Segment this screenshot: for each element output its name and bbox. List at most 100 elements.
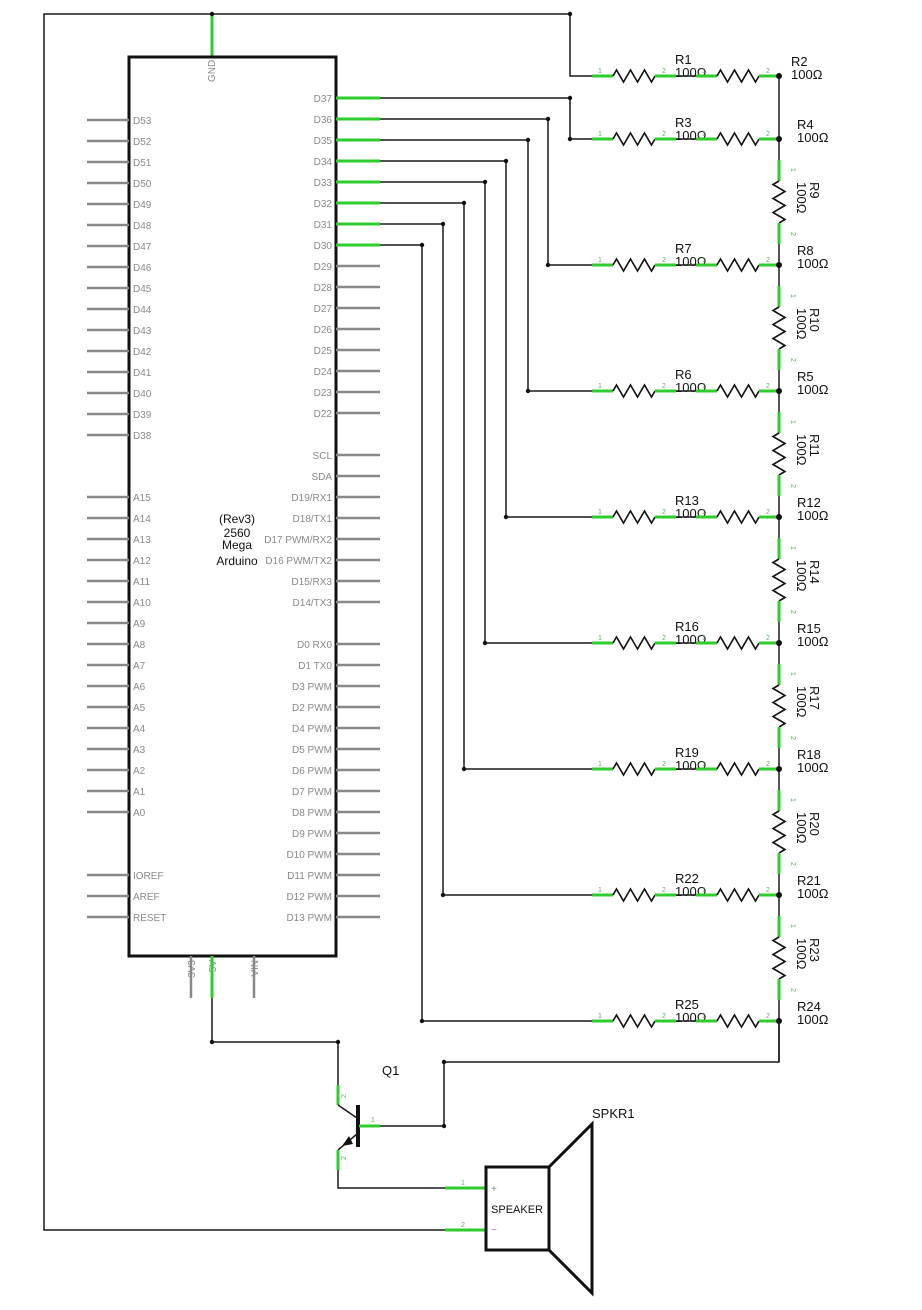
speaker-pin-2: 2	[461, 1222, 465, 1229]
board-pin-label-d41: D41	[133, 368, 152, 379]
resistor-pin-2: 2	[766, 383, 770, 390]
board-pin-label-d9-pwm: D9 PWM	[292, 829, 332, 840]
resistor-pin-2: 2	[766, 68, 770, 75]
resistor-name: R20	[807, 812, 822, 836]
resistor-body	[612, 635, 656, 651]
speaker-name: SPKR1	[592, 1106, 635, 1121]
resistor-value: 100Ω	[794, 938, 809, 970]
board-pin-label-d53: D53	[133, 116, 152, 127]
resistor-name: R10	[807, 308, 822, 332]
resistor-value: 100Ω	[794, 308, 809, 340]
resistor-pin-1: 1	[702, 509, 706, 516]
resistor-value: 100Ω	[794, 686, 809, 718]
resistor-pin-2: 2	[789, 484, 796, 488]
board-pin-label-d52: D52	[133, 137, 152, 148]
board-pin-label-a3: A3	[133, 745, 146, 756]
wire-bend-dot	[461, 766, 467, 772]
board-pin-label-d23: D23	[314, 388, 333, 399]
data-line-wire	[380, 202, 592, 770]
resistor-pin-1: 1	[702, 761, 706, 768]
resistor-pin-2: 2	[662, 257, 666, 264]
board-right-pins: D37D36D35D34D33D32D31D30D29D28D27D26D25D…	[264, 94, 380, 924]
resistor-value: 100Ω	[794, 812, 809, 844]
resistor-name: R13	[675, 493, 699, 508]
wire-bend-dot	[461, 200, 467, 206]
resistor-pin-1: 1	[598, 1013, 602, 1020]
board-pin-label-d42: D42	[133, 347, 152, 358]
resistor-body	[612, 761, 656, 777]
board-pin-label-d33: D33	[314, 178, 333, 189]
resistor-pin-1: 1	[702, 1013, 706, 1020]
gnd-net	[43, 11, 592, 1231]
board-pin-label-d6-pwm: D6 PWM	[292, 766, 332, 777]
resistor-value: 100Ω	[797, 130, 829, 145]
resistor-name: R8	[797, 243, 814, 258]
resistor-pin-2: 2	[789, 862, 796, 866]
resistor-pin-1: 1	[702, 635, 706, 642]
resistor-value: 100Ω	[797, 382, 829, 397]
board-pin-label-d15-rx3: D15/RX3	[291, 577, 332, 588]
board-pin-label-a8: A8	[133, 640, 146, 651]
wire-bend-dot	[525, 388, 531, 394]
board-pin-label-a4: A4	[133, 724, 146, 735]
board-pin-label-d0-rx0: D0 RX0	[297, 640, 332, 651]
resistor-pin-2: 2	[662, 383, 666, 390]
resistor-body	[716, 257, 760, 273]
resistor-pin-2: 2	[789, 610, 796, 614]
board-pin-label-d18-tx1: D18/TX1	[293, 514, 333, 525]
data-line-wire	[380, 160, 592, 518]
wire-bend-dot	[567, 136, 573, 142]
junction-dot	[776, 73, 782, 79]
resistor-pin-2: 2	[766, 887, 770, 894]
resistor-value: 100Ω	[797, 634, 829, 649]
resistor-pin-1: 1	[598, 887, 602, 894]
resistor-body	[716, 635, 760, 651]
board-pin-label-d22: D22	[314, 409, 333, 420]
resistor-pin-2: 2	[789, 988, 796, 992]
junction-dot	[776, 388, 782, 394]
resistor-name: R12	[797, 495, 821, 510]
resistor-name: R1	[675, 52, 692, 67]
resistor-pin-2: 2	[766, 509, 770, 516]
resistor-value: 100Ω	[794, 560, 809, 592]
board-pin-label-a12: A12	[133, 556, 151, 567]
board-pin-label-a13: A13	[133, 535, 151, 546]
resistor-pin-2: 2	[662, 887, 666, 894]
board-pin-label-a5: A5	[133, 703, 146, 714]
resistor-name: R15	[797, 621, 821, 636]
board-pin-label-a15: A15	[133, 493, 151, 504]
board-pin-label-ioref: IOREF	[133, 871, 164, 882]
resistor-body	[771, 558, 787, 602]
board-pin-label-d4-pwm: D4 PWM	[292, 724, 332, 735]
resistor-name: R25	[675, 997, 699, 1012]
transistor-q1: 1 2 2 Q1	[336, 1020, 780, 1189]
data-line-wire	[380, 118, 592, 266]
driver-stage: 1 2 2 Q1 1 2 + − SPEAKER SPKR1	[209, 958, 780, 1297]
resistor-name: R9	[807, 182, 822, 199]
resistor-pin-2: 2	[662, 761, 666, 768]
resistor-value: 100Ω	[797, 760, 829, 775]
wire-bend-dot	[440, 892, 446, 898]
resistor-body	[771, 180, 787, 224]
resistor-name: R19	[675, 745, 699, 760]
resistor-value: 100Ω	[797, 886, 829, 901]
wire-bend-dot	[567, 95, 573, 101]
resistor-body	[612, 257, 656, 273]
board-pin-label-d46: D46	[133, 263, 152, 274]
resistor-pin-1: 1	[702, 257, 706, 264]
data-line-wire	[380, 244, 592, 1022]
resistor-value: 100Ω	[791, 67, 823, 82]
board-pin-label-sda: SDA	[311, 472, 332, 483]
board-left-pins: D53D52D51D50D49D48D47D46D45D44D43D42D41D…	[87, 116, 166, 924]
